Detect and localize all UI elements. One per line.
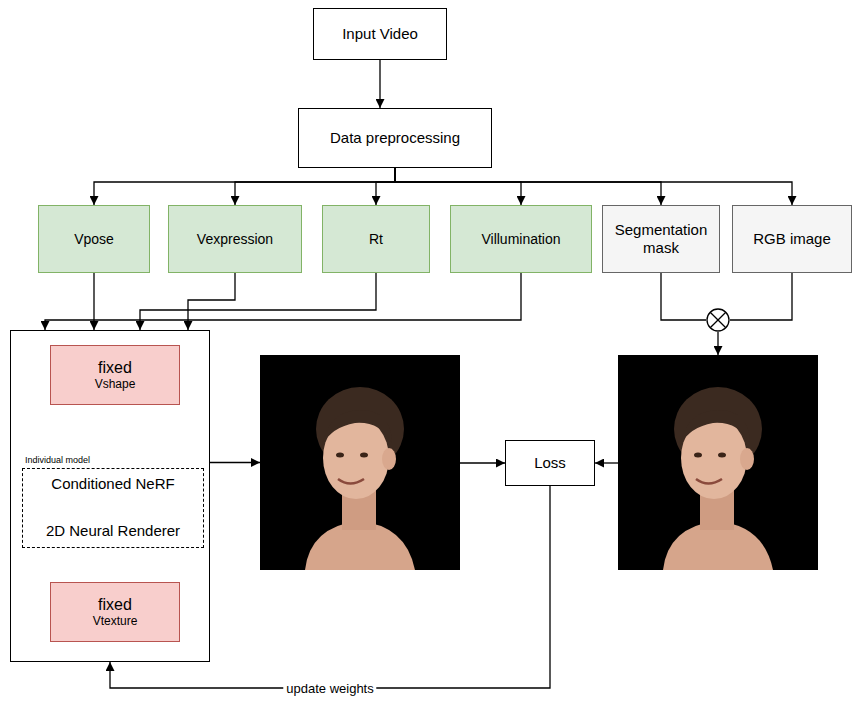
node-text: Rt bbox=[369, 231, 383, 248]
process-box: Data preprocessing bbox=[298, 108, 492, 168]
node-text: Conditioned NeRF bbox=[51, 475, 174, 493]
rendered-image bbox=[260, 355, 460, 570]
target-image bbox=[618, 355, 818, 570]
text-node: Conditioned NeRF bbox=[26, 471, 200, 497]
node-text: fixed bbox=[98, 595, 132, 614]
connector bbox=[661, 273, 706, 320]
connector bbox=[460, 462, 505, 463]
node-text: Vpose bbox=[74, 231, 114, 248]
fixed-parameter-box: fixedVtexture bbox=[50, 582, 180, 642]
edge-label: update weights bbox=[283, 681, 376, 696]
text-node: 2D Neural Renderer bbox=[26, 517, 200, 545]
connector bbox=[188, 273, 235, 330]
connector bbox=[379, 60, 380, 108]
node-text: Vtexture bbox=[93, 614, 138, 628]
parameter-box: Vpose bbox=[38, 205, 150, 273]
node-text: Villumination bbox=[481, 231, 560, 248]
connector bbox=[376, 168, 395, 205]
connector bbox=[395, 168, 661, 205]
model-group: Conditioned NeRF2D Neural RendererIndivi… bbox=[22, 468, 204, 548]
node-text: Vshape bbox=[95, 377, 136, 391]
node-text: Vexpression bbox=[197, 231, 273, 248]
parameter-box: Villumination bbox=[450, 205, 592, 273]
connector bbox=[140, 273, 376, 330]
connector bbox=[595, 462, 618, 463]
process-box: Loss bbox=[505, 440, 595, 486]
node-text: RGB image bbox=[753, 230, 831, 248]
node-text: Data preprocessing bbox=[330, 129, 460, 147]
connector bbox=[235, 168, 395, 205]
node-text: Loss bbox=[534, 454, 566, 472]
parameter-box: Rt bbox=[322, 205, 430, 273]
connector bbox=[395, 168, 521, 205]
group-heading: Individual model bbox=[25, 455, 90, 466]
connector bbox=[730, 273, 792, 320]
node-text: Segmentation mask bbox=[603, 221, 719, 257]
input-box: RGB image bbox=[732, 205, 852, 273]
rendered-face-image bbox=[260, 355, 460, 570]
connector bbox=[93, 273, 94, 330]
input-box: Segmentation mask bbox=[602, 205, 720, 273]
multiply-symbol bbox=[706, 308, 730, 332]
model-container: fixedVshapeConditioned NeRF2D Neural Ren… bbox=[10, 330, 210, 662]
connector bbox=[395, 168, 792, 205]
node-text: 2D Neural Renderer bbox=[46, 522, 180, 540]
fixed-parameter-box: fixedVshape bbox=[50, 345, 180, 405]
node-text: fixed bbox=[98, 358, 132, 377]
target-face-image bbox=[618, 355, 818, 570]
connector bbox=[45, 273, 521, 330]
connector bbox=[210, 462, 260, 463]
multiply-cross bbox=[710, 312, 726, 328]
connector bbox=[717, 332, 718, 355]
parameter-box: Vexpression bbox=[168, 205, 302, 273]
multiply-circle bbox=[706, 308, 730, 332]
process-box: Input Video bbox=[313, 8, 447, 60]
node-text: Input Video bbox=[342, 25, 418, 43]
multiply-circle bbox=[707, 309, 729, 331]
connector bbox=[94, 168, 395, 205]
